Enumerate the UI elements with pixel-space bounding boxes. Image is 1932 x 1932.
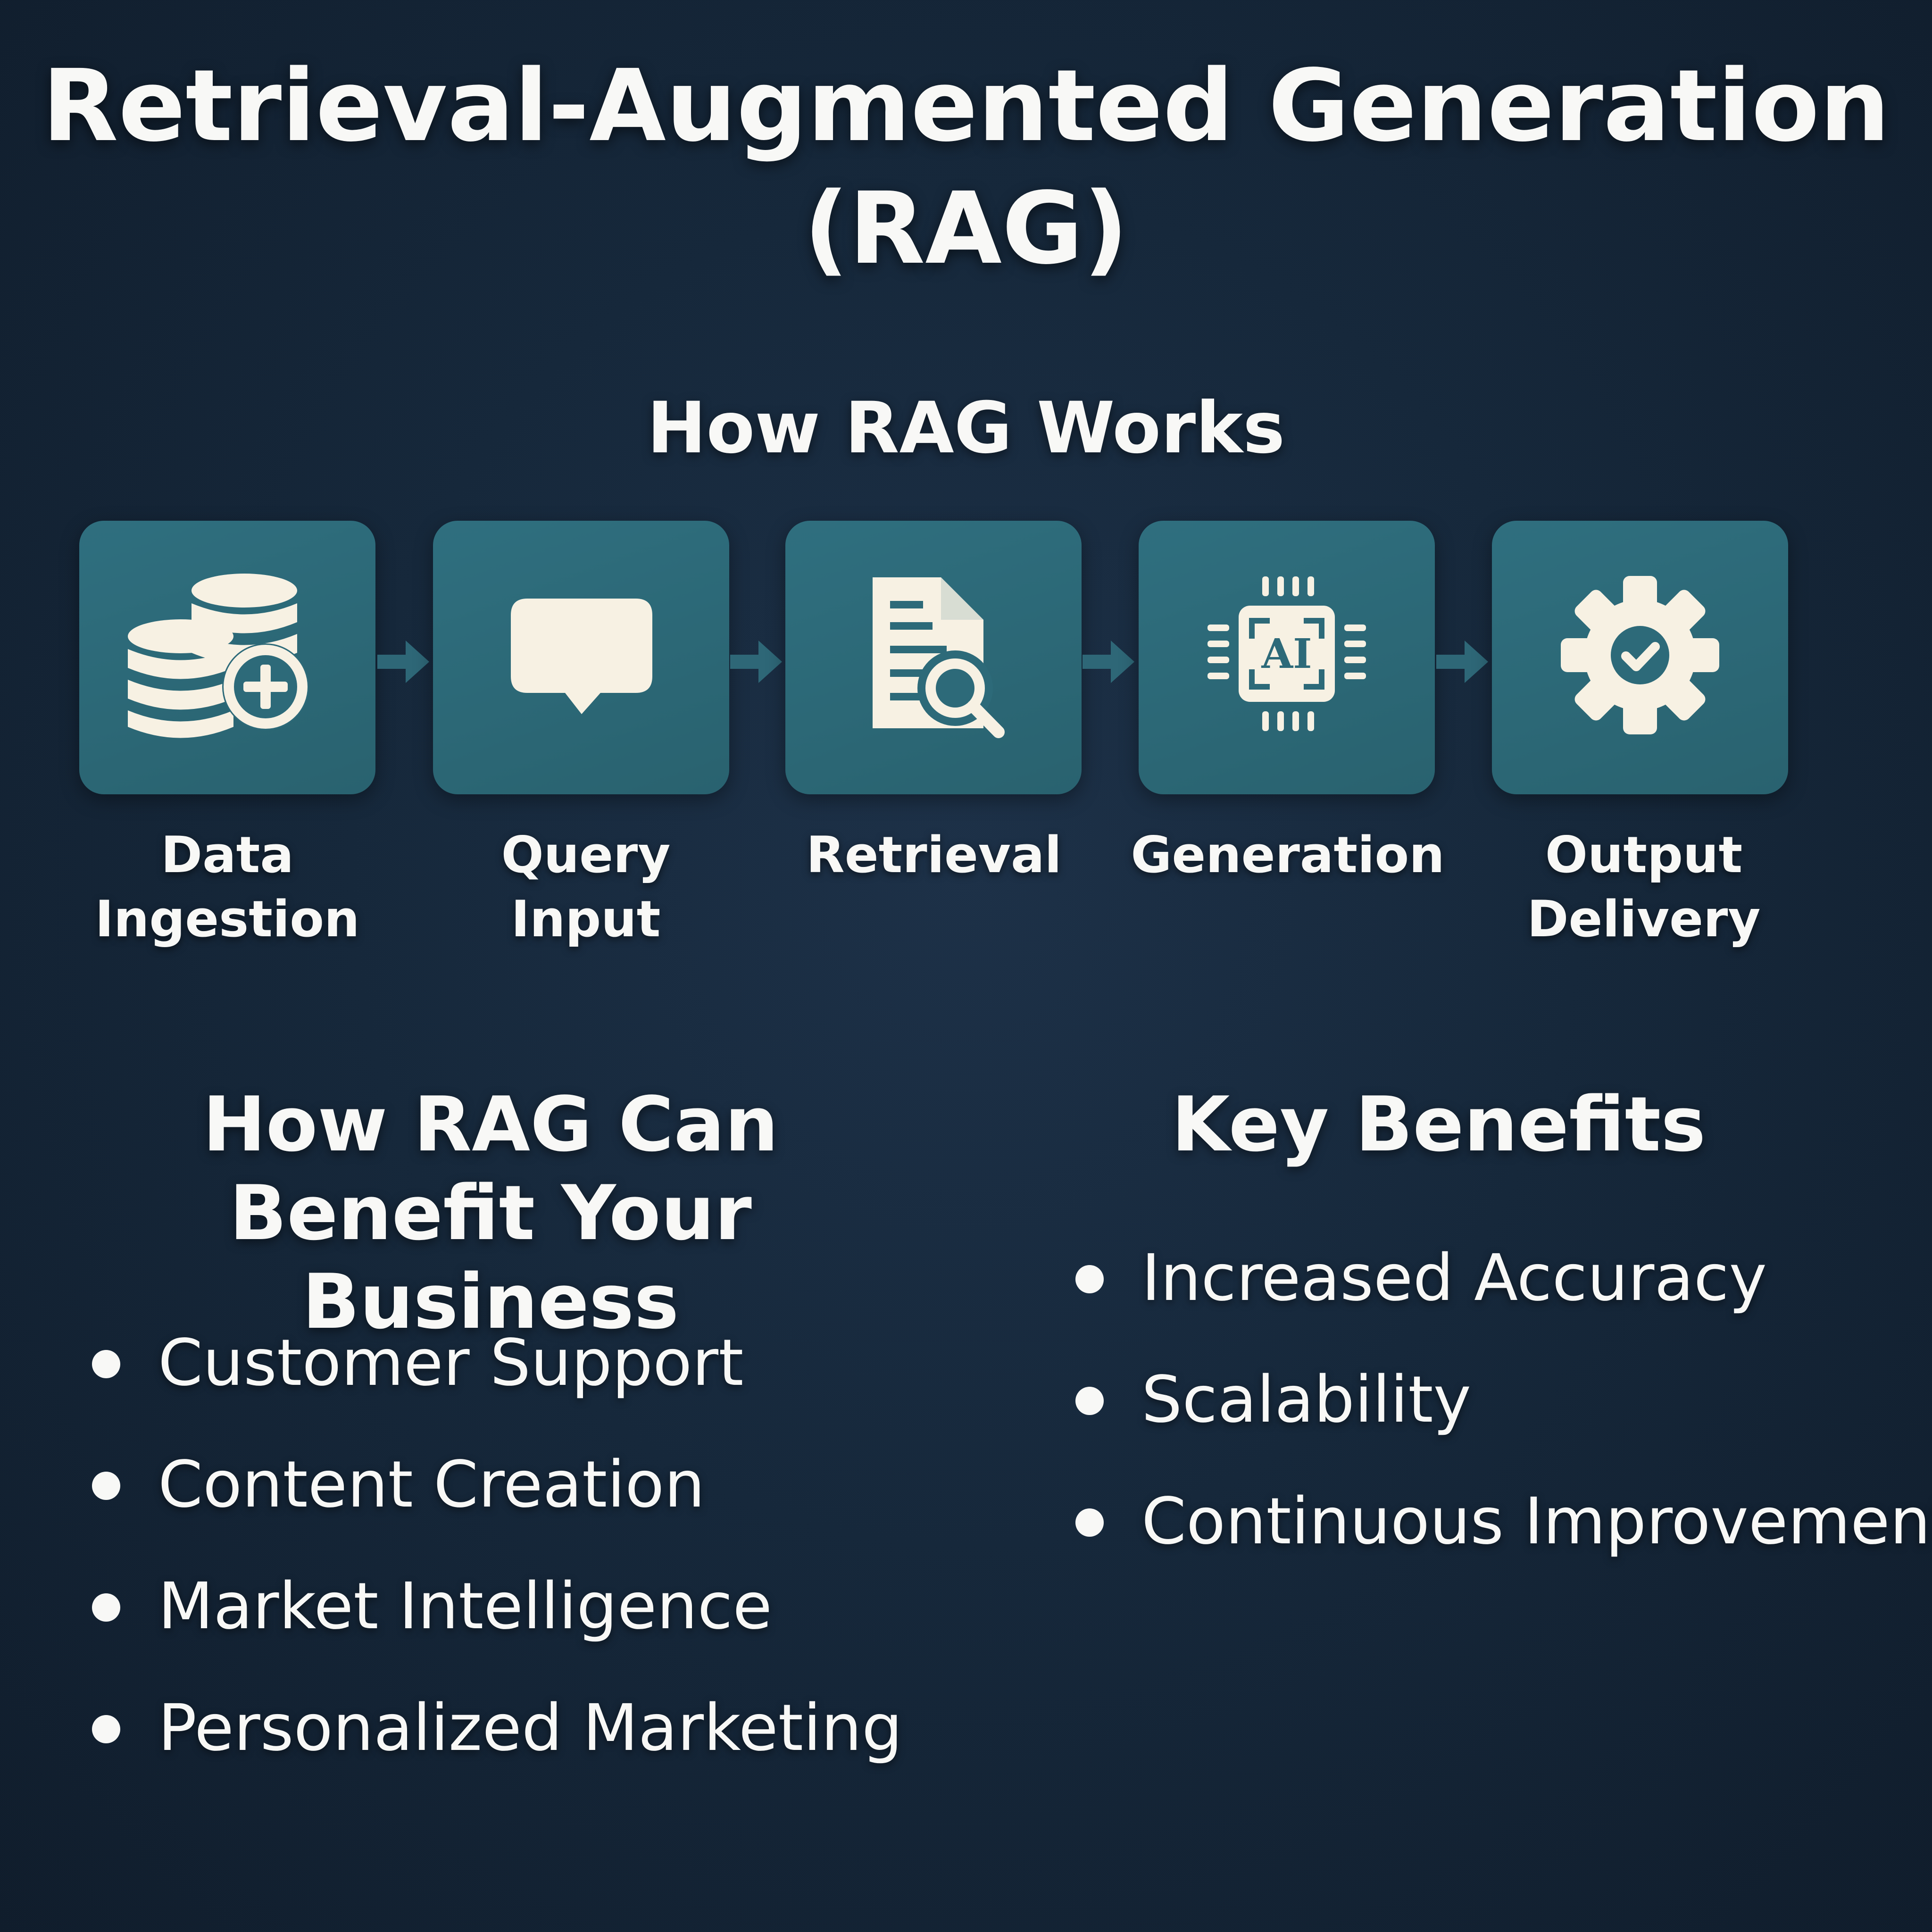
list-item: Personalized Marketing [92,1690,902,1812]
list-item: Continuous Improvement [1075,1484,1932,1606]
bullet-icon [92,1472,120,1500]
business-benefit-heading: How RAG Can Benefit Your Business [202,1080,779,1346]
bullet-icon [1075,1387,1104,1415]
arrow-right-icon [1083,641,1134,683]
arrow-right-icon [377,641,429,683]
list-item: Increased Accuracy [1075,1241,1932,1362]
list-item: Customer Support [92,1325,902,1447]
step-output-delivery [1492,521,1788,794]
bullet-icon [92,1350,120,1378]
svg-text:AI: AI [1261,630,1312,678]
title-line-2: (RAG) [803,171,1129,286]
step-query-input [433,521,729,794]
list-item: Scalability [1075,1362,1932,1484]
ai-chip-icon: AI [1208,576,1366,731]
step-label-query-input: Query Input [501,826,671,948]
arrow-right-icon [1436,641,1488,683]
bullet-icon [1075,1508,1104,1537]
bullet-icon [1075,1265,1104,1293]
step-label-output-delivery: Output Delivery [1527,826,1761,948]
how-rag-works-heading: How RAG Works [647,387,1285,469]
key-benefits-list: Increased Accuracy Scalability Continuou… [1075,1241,1932,1606]
document-search-icon [873,577,1005,738]
arrow-right-icon [730,641,782,683]
key-benefits-heading: Key Benefits [1171,1080,1706,1168]
step-label-retrieval: Retrieval [806,826,1062,884]
database-plus-icon [128,574,309,738]
business-use-case-list: Customer Support Content Creation Market… [92,1325,902,1812]
list-item: Market Intelligence [92,1569,902,1690]
title-line-1: Retrieval-Augmented Generation [42,48,1890,164]
step-data-ingestion [79,521,375,794]
gear-check-icon [1561,576,1719,734]
step-label-generation: Generation [1131,826,1445,884]
step-label-data-ingestion: Data Ingestion [95,826,360,948]
bullet-icon [92,1593,120,1622]
step-generation: AI [1139,521,1435,794]
bullet-icon [92,1715,120,1743]
chat-bubble-icon [511,599,652,714]
list-item: Content Creation [92,1447,902,1569]
page-title: Retrieval-Augmented Generation (RAG) [0,45,1932,290]
step-retrieval [785,521,1082,794]
